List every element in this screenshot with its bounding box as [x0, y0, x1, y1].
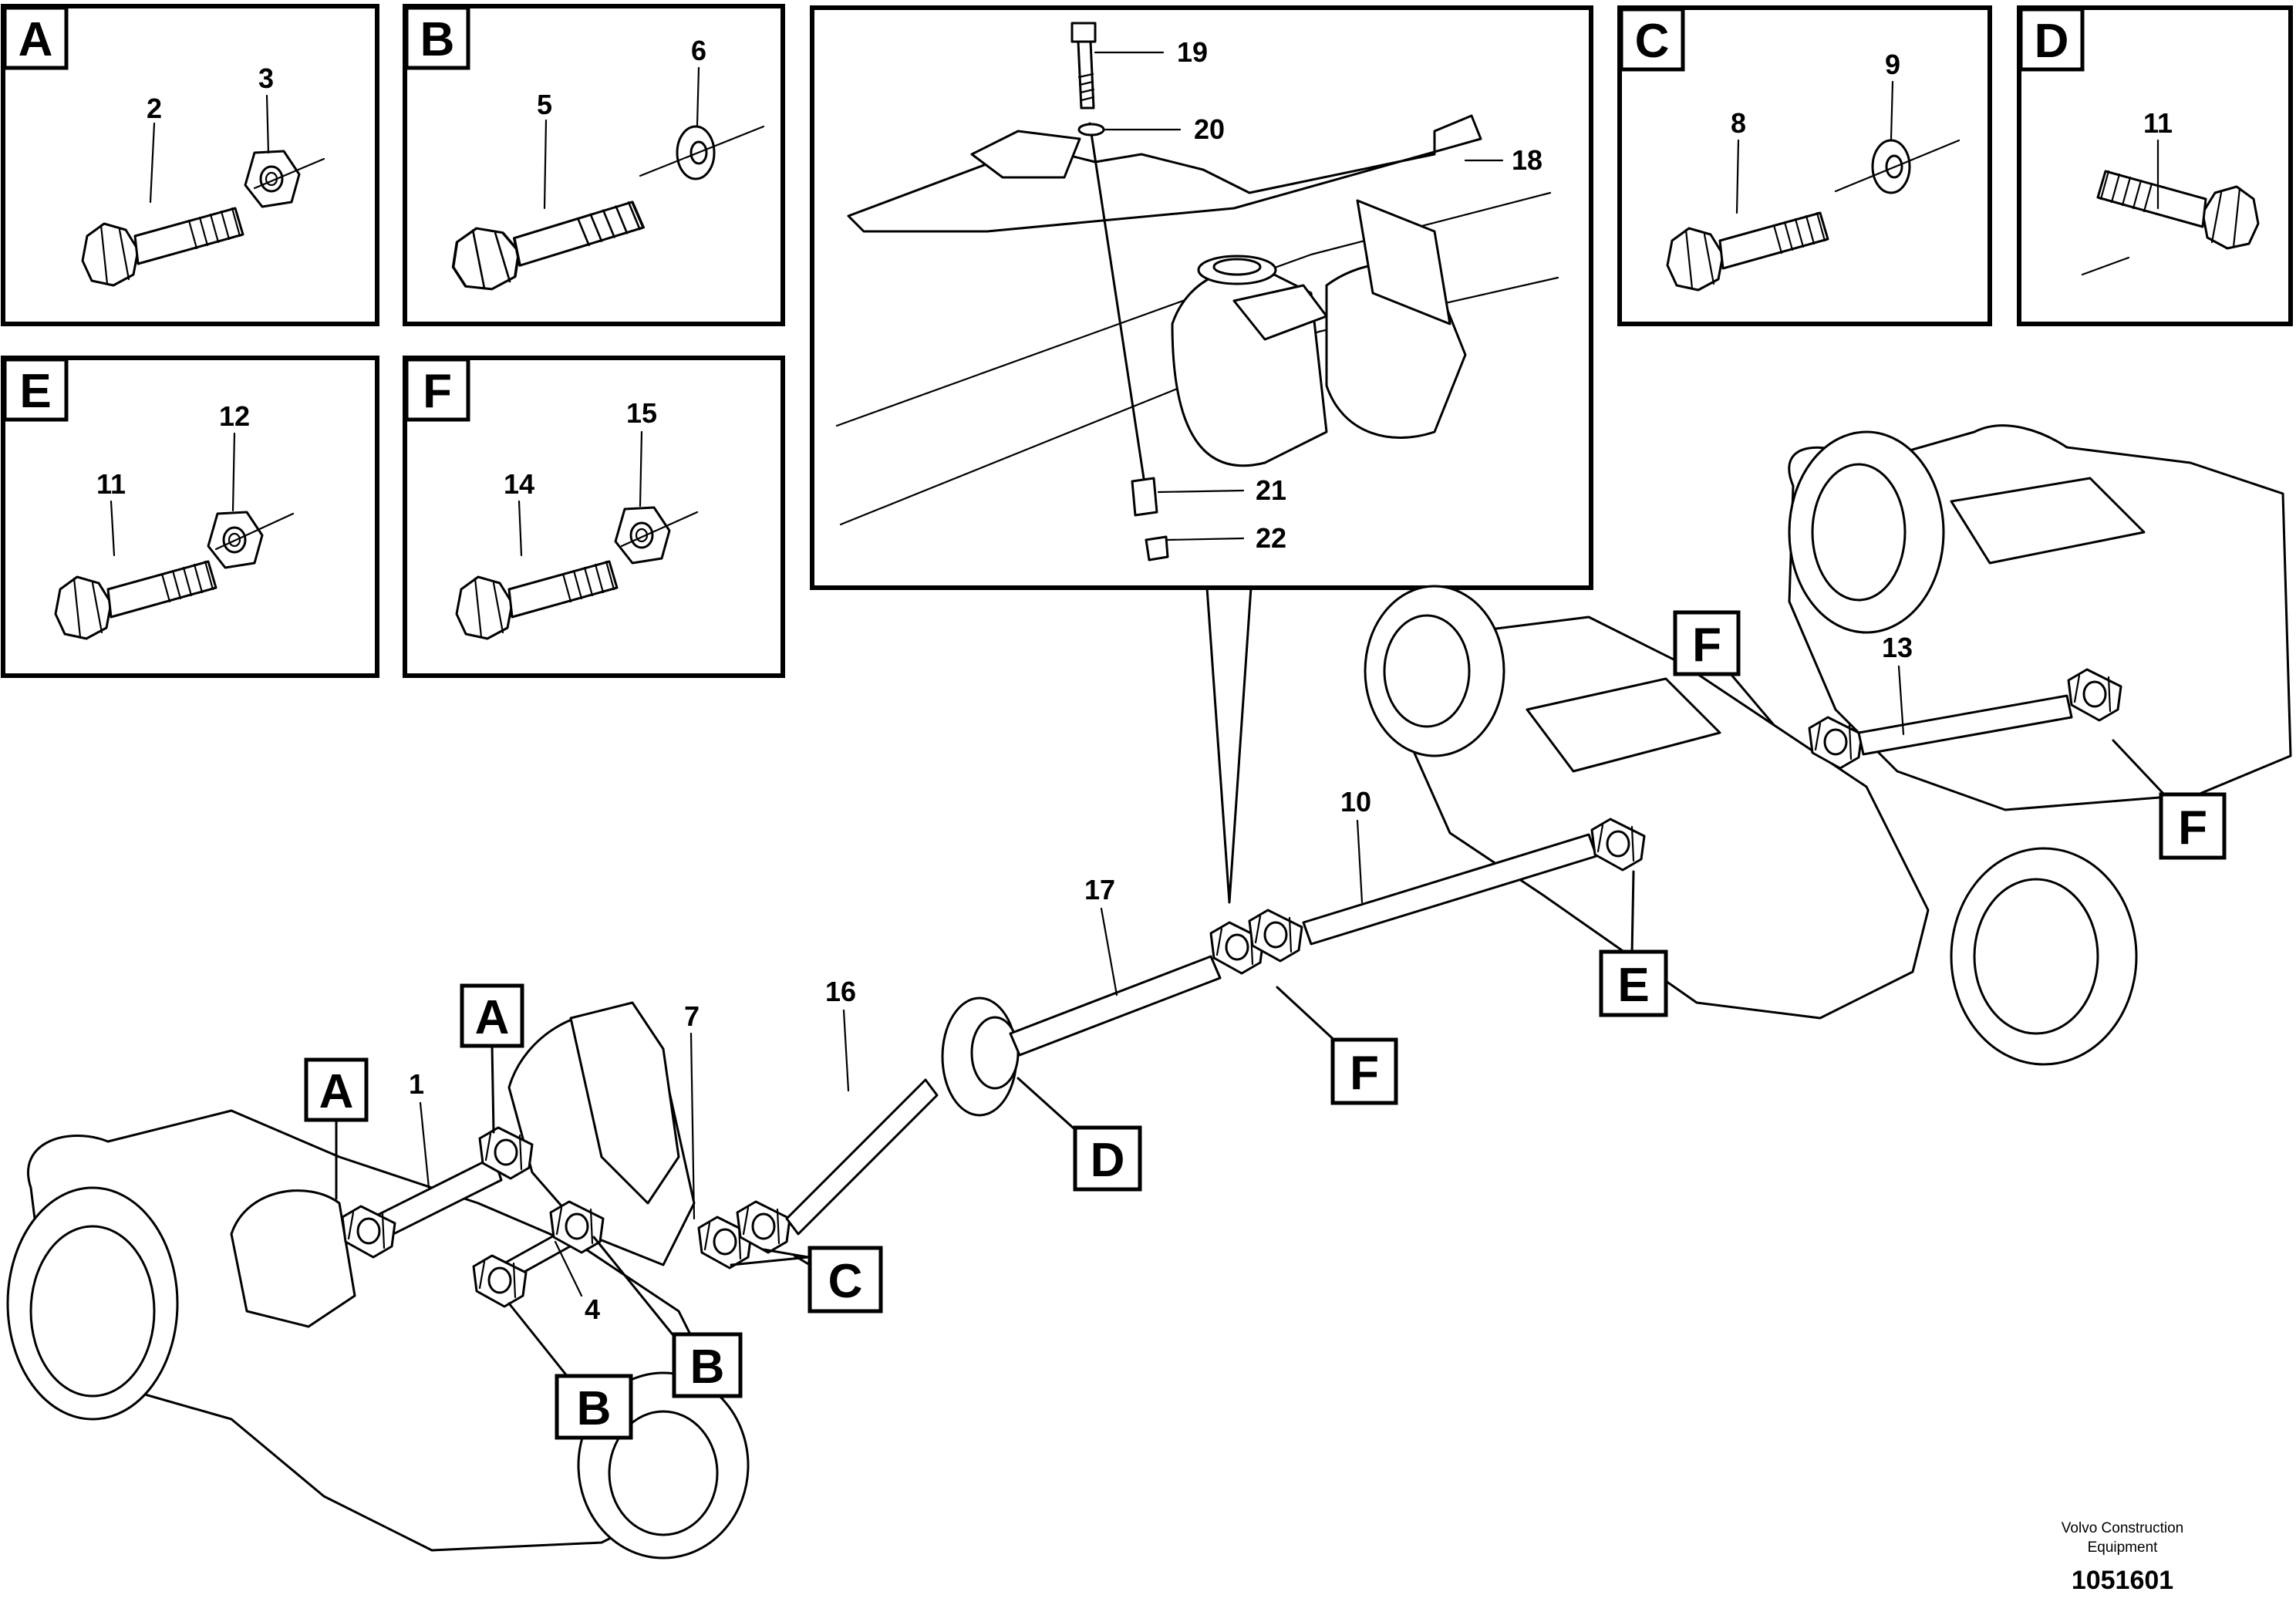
part-label-2: 2 — [147, 93, 162, 124]
callout-c: C — [828, 1255, 863, 1308]
credit-line-2: Equipment — [2088, 1539, 2159, 1556]
callout-f-2: F — [1692, 619, 1721, 672]
part-label-5: 5 — [537, 89, 552, 120]
detail-letter-f: F — [423, 365, 452, 418]
part-label-22: 22 — [1256, 522, 1286, 554]
callout-b-2: B — [690, 1340, 725, 1394]
detail-letter-c: C — [1635, 15, 1670, 68]
part-label-11-e: 11 — [96, 468, 126, 500]
part-label-1: 1 — [409, 1068, 424, 1100]
main-callouts: A A B B C D E F F F — [304, 610, 2227, 1440]
part-label-9: 9 — [1885, 49, 1900, 80]
callout-a-1: A — [319, 1065, 354, 1118]
detail-pointer — [1205, 586, 1253, 904]
credit-line-1: Volvo Construction — [2062, 1520, 2183, 1536]
detail-letter-e: E — [19, 365, 51, 418]
callout-f-3: F — [2178, 801, 2207, 855]
part-label-3: 3 — [258, 62, 274, 94]
detail-box-f: F 14 15 — [403, 356, 785, 678]
part-label-11-d: 11 — [2143, 107, 2173, 139]
part-label-12: 12 — [219, 400, 250, 432]
footer: Volvo Construction Equipment 1051601 — [2062, 1520, 2183, 1595]
part-label-4: 4 — [585, 1293, 600, 1325]
detail-box-e: E 11 12 — [1, 356, 379, 678]
detail-box-a: A 2 3 — [1, 4, 379, 326]
part-label-18: 18 — [1512, 144, 1542, 176]
callout-e: E — [1617, 959, 1649, 1012]
part-label-8: 8 — [1731, 107, 1746, 139]
part-label-6: 6 — [691, 35, 706, 66]
callout-b-1: B — [577, 1382, 612, 1435]
detail-letter-b: B — [420, 13, 455, 66]
doc-number: 1051601 — [2072, 1566, 2173, 1595]
part-label-20: 20 — [1194, 113, 1225, 145]
callout-a-2: A — [475, 991, 510, 1044]
main-part-labels: 1 4 7 16 17 10 13 — [409, 632, 1913, 1325]
part-label-7: 7 — [684, 1000, 700, 1032]
part-label-15: 15 — [626, 397, 657, 429]
detail-box-d: D 11 — [2017, 5, 2293, 326]
part-label-16: 16 — [825, 976, 856, 1007]
part-label-19: 19 — [1177, 36, 1208, 68]
part-label-17: 17 — [1084, 874, 1115, 905]
detail-box-c: C 8 9 — [1617, 5, 1992, 326]
part-label-10: 10 — [1340, 786, 1371, 818]
part-label-13: 13 — [1882, 632, 1913, 663]
part-label-14: 14 — [504, 468, 534, 500]
detail-letter-d: D — [2035, 15, 2069, 68]
main-assembly — [6, 424, 2292, 1560]
detail-box-b: B 5 6 — [403, 4, 785, 326]
detail-letter-a: A — [19, 13, 53, 66]
bracket-detail-box: 19 20 18 21 22 — [810, 5, 1593, 590]
callout-d: D — [1091, 1134, 1125, 1187]
callout-f-1: F — [1350, 1047, 1379, 1100]
part-label-21: 21 — [1256, 474, 1286, 506]
